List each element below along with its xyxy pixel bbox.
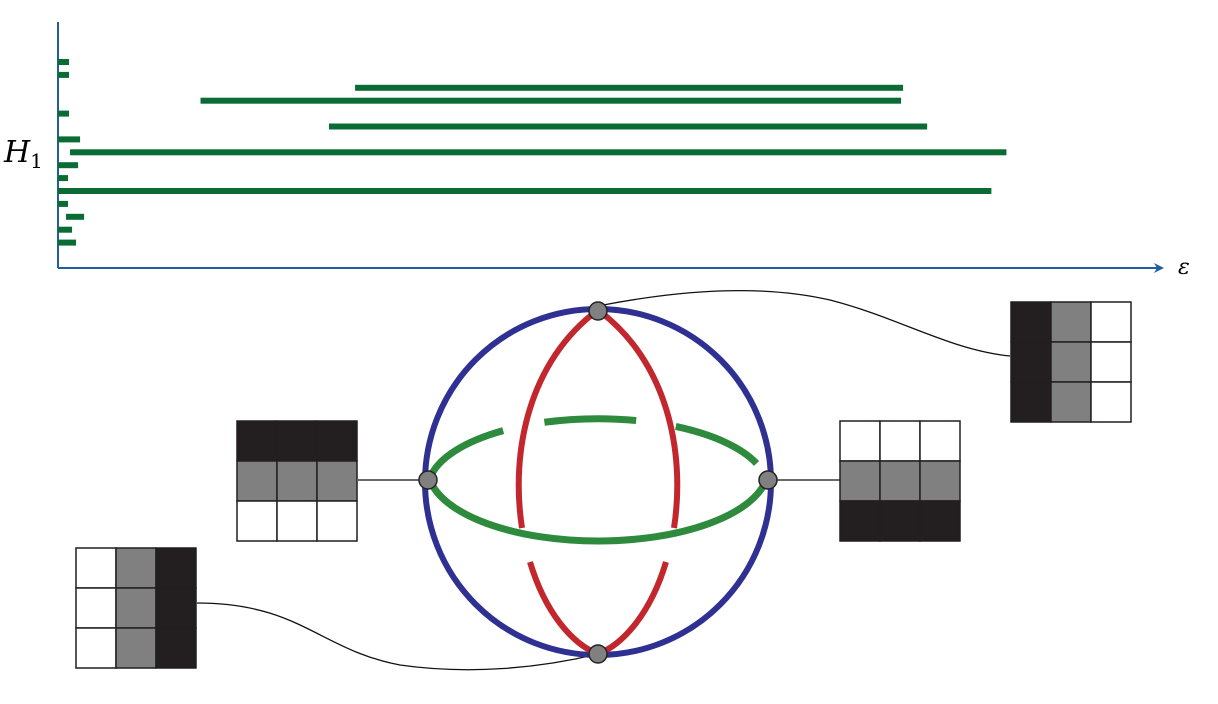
barcode-bars (58, 59, 1007, 246)
node-bottom (588, 644, 608, 664)
barcode-bar (200, 97, 902, 104)
patch-cell (879, 420, 921, 462)
y-axis-label: H1 (3, 135, 43, 173)
barcode-bar (58, 110, 70, 117)
patch-cell (75, 547, 117, 589)
patch-cell (1010, 381, 1052, 423)
patch-cell (276, 460, 318, 502)
patch-cell (879, 460, 921, 502)
patch-cell (316, 460, 358, 502)
patch-cell (1010, 341, 1052, 383)
patch-cell (115, 627, 157, 669)
patch-cell (276, 420, 318, 462)
sphere (418, 301, 778, 664)
patch-cell (236, 460, 278, 502)
patch-cell (879, 500, 921, 542)
barcode-bar (328, 123, 928, 130)
patch-cell (1010, 301, 1052, 343)
barcode-bar (58, 200, 69, 207)
patch-cell (919, 420, 961, 462)
barcode-bar (70, 149, 1007, 156)
patch-left (236, 420, 358, 542)
connector-bottom-left (196, 602, 599, 671)
barcode-bar (58, 226, 73, 233)
node-top (588, 301, 608, 321)
patch-cell (919, 500, 961, 542)
patch-cell (839, 460, 881, 502)
patch-cell (316, 500, 358, 542)
patch-cell (919, 460, 961, 502)
patch-cell (316, 420, 358, 462)
patch-cell (839, 420, 881, 462)
equator-back (426, 415, 770, 480)
meridian-lower-right (596, 561, 669, 657)
barcode-bar (58, 162, 79, 169)
patch-cell (155, 587, 197, 629)
patch-cell (155, 627, 197, 669)
sphere-outline (422, 306, 774, 658)
patch-top-right (1010, 301, 1132, 423)
meridian-upper (515, 307, 600, 529)
y-axis-subscript: 1 (30, 149, 43, 173)
barcode-bar (58, 136, 81, 143)
patch-cell (236, 420, 278, 462)
connectors (196, 289, 1011, 671)
node-left (418, 470, 438, 490)
meridian-upper-right (596, 307, 681, 529)
patch-cell (75, 627, 117, 669)
patch-cell (75, 587, 117, 629)
patch-right (839, 420, 961, 542)
meridian-lower-left (527, 561, 600, 657)
patch-cell (839, 500, 881, 542)
connector-top-right (597, 289, 1011, 357)
barcode-plot: H1 ε (3, 22, 1190, 280)
patch-cell (1090, 301, 1132, 343)
barcode-bar (58, 59, 70, 65)
patch-cell (276, 500, 318, 542)
patch-cell (1050, 301, 1092, 343)
patch-cell (1050, 341, 1092, 383)
barcode-bar (58, 71, 70, 78)
patch-cell (1050, 381, 1092, 423)
patch-cell (155, 547, 197, 589)
patch-cell (115, 587, 157, 629)
patch-cell (115, 547, 157, 589)
patch-cell (1090, 341, 1132, 383)
barcode-bar (58, 175, 69, 182)
barcode-bar (355, 84, 904, 91)
patch-cell (236, 500, 278, 542)
barcode-bar (58, 239, 77, 246)
patch-cell (1090, 381, 1132, 423)
barcode-bar (58, 188, 992, 194)
patch-bottom-left (75, 547, 197, 669)
node-right (758, 470, 778, 490)
x-axis-label: ε (1178, 255, 1190, 280)
barcode-bar (66, 213, 85, 220)
equator-front (426, 478, 770, 545)
